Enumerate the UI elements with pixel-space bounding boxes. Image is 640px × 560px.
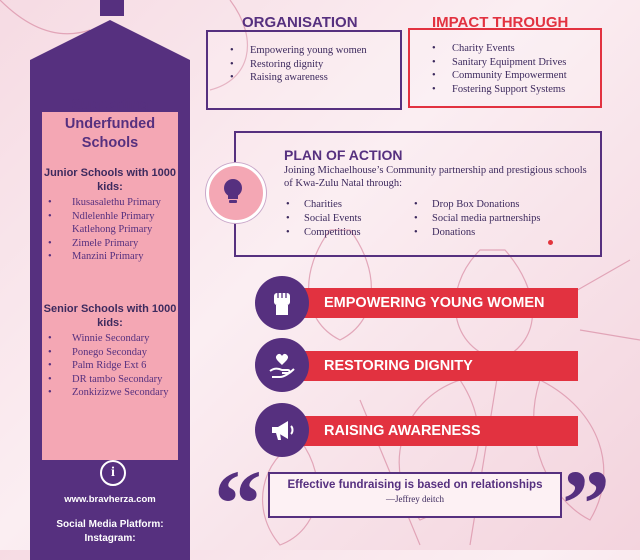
list-item: Social Events [286, 212, 361, 226]
raised-fist-icon [255, 276, 309, 330]
heart-hand-icon [255, 338, 309, 392]
quote-box [268, 472, 562, 518]
list-item: Ikusasalethu Primary [44, 196, 174, 210]
list-item: Sanitary Equipment Drives [410, 56, 600, 70]
list-item: Ndlelenhle Primary Katlehong Primary [44, 210, 174, 237]
list-item: Charities [286, 198, 361, 212]
organisation-heading: ORGANISATION [242, 14, 358, 31]
list-item: Social media partnerships [414, 212, 540, 226]
banner-awareness-bar [290, 416, 578, 446]
list-item: Manzini Primary [44, 250, 174, 264]
list-item: Restoring dignity [208, 58, 400, 72]
list-item: Winnie Secondary [44, 332, 174, 346]
website-link[interactable]: www.bravherza.com [64, 494, 156, 505]
list-item: Palm Ridge Ext 6 [44, 359, 174, 373]
instagram-label: Instagram: [84, 533, 136, 544]
organisation-box: Empowering young women Restoring dignity… [206, 30, 402, 110]
lightbulb-icon [206, 163, 266, 223]
banner-dignity-bar [290, 351, 578, 381]
top-tab [100, 0, 124, 16]
social-platform-label: Social Media Platform: [56, 519, 164, 530]
list-item: Competitions [286, 226, 361, 240]
megaphone-icon [255, 403, 309, 457]
quote-author: —Jeffrey deitch [385, 494, 445, 504]
close-quote-mark: ” [562, 450, 610, 557]
list-item: Charity Events [410, 42, 600, 56]
list-item: Community Empowerment [410, 69, 600, 83]
list-item: Raising awareness [208, 71, 400, 85]
plan-title: PLAN OF ACTION [284, 147, 403, 163]
sidebar: Supporting Underfunded Schools Junior Sc… [30, 20, 190, 560]
plan-description: Joining Michaelhouse’s Community partner… [284, 165, 587, 189]
impact-box: Charity Events Sanitary Equipment Drives… [408, 28, 602, 108]
banner-awareness-label: RAISING AWARENESS [324, 423, 481, 439]
list-item: Drop Box Donations [414, 198, 540, 212]
list-item: Ponego Seconday [44, 346, 174, 360]
open-quote-mark: “ [214, 450, 262, 557]
list-item: Fostering Support Systems [410, 83, 600, 97]
decorative-dot [548, 240, 553, 245]
list-item: Donations [414, 226, 540, 240]
junior-schools-heading: Junior Schools with 1000 kids: [43, 167, 177, 193]
plan-list-left: Charities Social Events Competitions [286, 198, 361, 240]
senior-schools-list: Winnie Secondary Ponego Seconday Palm Ri… [44, 332, 174, 400]
social-media-label: Social Media Platform: Instagram: [30, 518, 190, 546]
quote-text: Effective fundraising is based on relati… [287, 479, 543, 491]
banner-empowering-bar [290, 288, 578, 318]
plan-list-right: Drop Box Donations Social media partners… [414, 198, 540, 240]
senior-schools-heading: Senior Schools with 1000 kids: [43, 303, 177, 329]
list-item: Empowering young women [208, 44, 400, 58]
sidebar-card [42, 112, 178, 460]
list-item: DR tambo Secondary [44, 373, 174, 387]
banner-dignity-label: RESTORING DIGNITY [324, 358, 473, 374]
banner-empowering-label: EMPOWERING YOUNG WOMEN [324, 295, 545, 311]
impact-heading: IMPACT THROUGH [432, 14, 569, 31]
list-item: Zonkizizwe Secondary [44, 386, 174, 400]
list-item: Zimele Primary [44, 237, 174, 251]
sidebar-title: Supporting Underfunded Schools [64, 97, 156, 151]
junior-schools-list: Ikusasalethu Primary Ndlelenhle Primary … [44, 196, 174, 264]
info-icon: i [100, 460, 126, 486]
